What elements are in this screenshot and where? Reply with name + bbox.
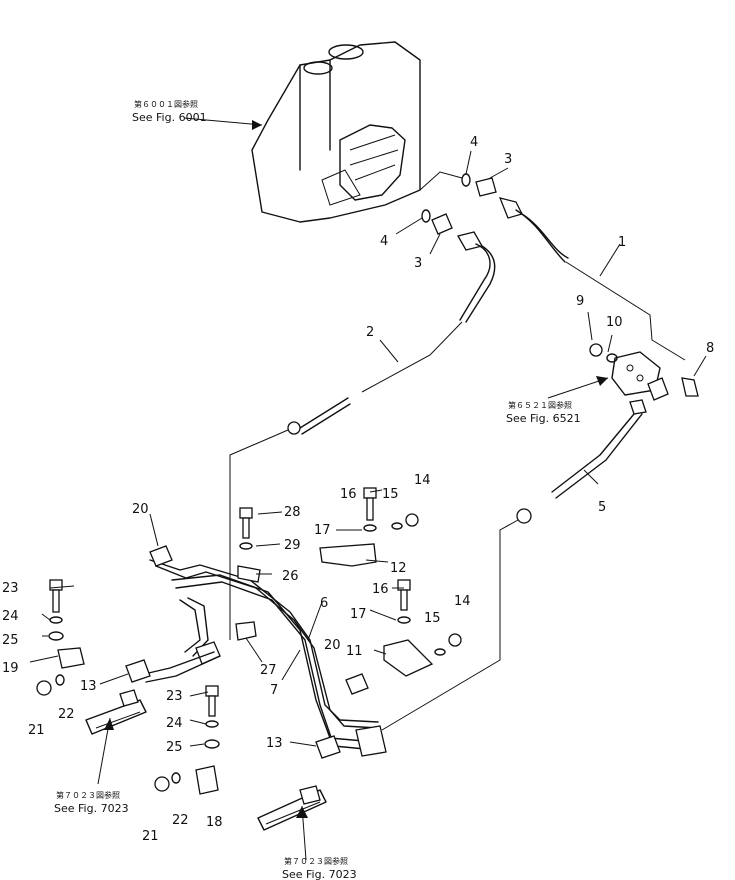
part-number-14-upper: 14	[414, 473, 431, 488]
clamp-27	[235, 621, 257, 641]
ref-left-cyl-en: See Fig. 7023	[54, 802, 129, 815]
part-number-20-lower: 20	[324, 638, 341, 653]
part-number-15-lower: 15	[424, 611, 441, 626]
block-assembly	[589, 343, 699, 401]
part-number-26: 26	[282, 569, 299, 584]
o-ring-upper	[461, 173, 471, 187]
bolt-23-lower	[204, 685, 220, 749]
part-number-25-left: 25	[2, 633, 19, 648]
o-ring-lower	[421, 209, 431, 223]
clamp-20-lower	[345, 673, 369, 695]
part-number-22-lower: 22	[172, 813, 189, 828]
ref-block-en: See Fig. 6521	[506, 412, 581, 425]
bracket-12	[319, 543, 377, 567]
part-number-15-upper: 15	[382, 487, 399, 502]
part-number-9: 9	[576, 294, 584, 309]
bolt-16-lower	[397, 579, 411, 624]
part-number-20-upper: 20	[132, 502, 149, 517]
part-number-2: 2	[366, 325, 374, 340]
part-number-17-lower: 17	[350, 607, 367, 622]
part-number-21-left: 21	[28, 723, 45, 738]
leader-lines	[29, 117, 707, 861]
part-number-3-upper: 3	[504, 152, 512, 167]
part-number-3-lower: 3	[414, 256, 422, 271]
hose-1	[419, 171, 686, 361]
part-number-13-lower: 13	[266, 736, 283, 751]
part-number-16-upper: 16	[340, 487, 357, 502]
part-number-16-lower: 16	[372, 582, 389, 597]
hose-2	[229, 231, 496, 640]
clamp-13-lower	[315, 735, 341, 759]
bolt-23-left	[48, 579, 64, 641]
part-number-6: 6	[320, 596, 328, 611]
bracket-11	[383, 639, 434, 677]
reference-arrows	[104, 120, 608, 818]
washer-15-upper	[391, 522, 403, 530]
part-number-5: 5	[598, 500, 606, 515]
part-number-10: 10	[606, 315, 623, 330]
adapter-upper	[475, 177, 497, 197]
bracket-19	[57, 647, 85, 669]
ref-left-cyl-jp: 第７０２３図参照	[56, 790, 120, 800]
part-number-7: 7	[270, 683, 278, 698]
part-number-11: 11	[346, 644, 363, 659]
part-number-23-left: 23	[2, 581, 19, 596]
part-number-14-lower: 14	[454, 594, 471, 609]
part-number-24-left: 24	[2, 609, 19, 624]
clamp-13-left	[125, 659, 151, 683]
ref-valve-jp: 第６００１図参照	[134, 99, 198, 109]
part-number-8: 8	[706, 341, 714, 356]
ref-right-cyl-jp: 第７０２３図参照	[284, 856, 348, 866]
adapter-lower	[431, 213, 453, 235]
part-number-1: 1	[618, 235, 626, 250]
control-valve-assembly	[251, 41, 421, 223]
part-number-13-left: 13	[80, 679, 97, 694]
clamp-20-upper	[149, 545, 173, 567]
bracket-18	[195, 765, 219, 795]
nut-14-upper	[405, 513, 419, 527]
part-number-labels: 1 2 3 3 4 4 5 6 7 8 9 10 11 12 13 13 14 …	[2, 135, 714, 844]
part-number-19: 19	[2, 661, 19, 676]
nut-14-lower	[448, 633, 462, 647]
part-number-28: 28	[284, 505, 301, 520]
part-number-17-upper: 17	[314, 523, 331, 538]
part-number-24-lower: 24	[166, 716, 183, 731]
cylinder-left	[85, 689, 147, 735]
nut-21-lower	[154, 772, 181, 792]
ref-block-jp: 第６５２１図参照	[508, 400, 572, 410]
ref-right-cyl-en: See Fig. 7023	[282, 868, 357, 880]
part-number-25-lower: 25	[166, 740, 183, 755]
part-number-4-upper: 4	[470, 135, 478, 150]
part-number-12: 12	[390, 561, 407, 576]
part-number-27: 27	[260, 663, 277, 678]
nut-21-left	[36, 674, 65, 696]
part-number-23-lower: 23	[166, 689, 183, 704]
ref-valve-en: See Fig. 6001	[132, 111, 207, 124]
bolt-28	[239, 507, 253, 550]
part-number-21-lower: 21	[142, 829, 159, 844]
clamp-26	[237, 565, 261, 583]
hose-5	[381, 399, 647, 731]
bolt-16-upper	[363, 487, 377, 532]
part-number-22-left: 22	[58, 707, 75, 722]
part-number-29: 29	[284, 538, 301, 553]
part-number-4-lower: 4	[380, 234, 388, 249]
washer-15-lower	[434, 648, 446, 656]
part-number-18: 18	[206, 815, 223, 830]
cylinder-right	[257, 785, 327, 831]
